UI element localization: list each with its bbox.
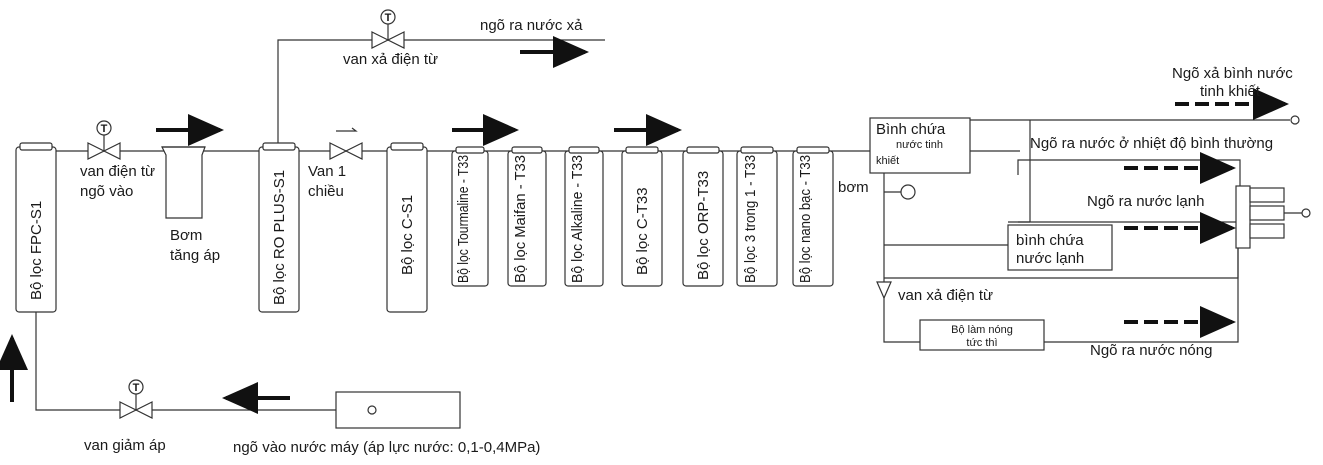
pressure-valve-icon: T [119,379,153,419]
mains-inlet-icon [367,405,377,415]
outlet-icon [1301,208,1311,218]
filter-maifan: Bộ lọc Maifan - T33 [507,146,547,287]
filter-three-in-one: Bộ lọc 3 trong 1 - T33 [736,146,778,287]
drain-pipe [277,39,605,145]
pure-tank-label-1: Bình chứa [876,121,946,138]
inlet-valve-icon: T [87,120,121,160]
svg-text:Bộ lọc 3 trong 1 - T33: Bộ lọc 3 trong 1 - T33 [742,155,759,283]
filter-ro-label: Bộ lọc RO PLUS-S1 [271,170,288,305]
hot-pipe [1044,232,1239,343]
pure-water-tank [869,117,971,174]
cold-tank-label-2: nước lạnh [1016,250,1084,267]
svg-text:Bộ lọc C-T33: Bộ lọc C-T33 [634,187,651,275]
filter-fpc-cap [19,142,53,151]
inlet-valve-label-2: ngõ vào [80,183,133,200]
normal-outlet-label: Ngõ ra nước ở nhiệt độ bình thường [1030,135,1273,152]
cold-outlet-label: Ngõ ra nước lạnh [1087,193,1204,210]
check-valve-label-1: Van 1 [308,163,346,180]
drain-valve2-icon [876,281,892,300]
filter-c-t33: Bộ lọc C-T33 [621,146,663,287]
booster-pump [161,146,206,219]
inlet-valve-label-1: van điện từ [80,163,155,180]
svg-text:Bộ lọc nano bạc - T33: Bộ lọc nano bạc - T33 [797,155,814,283]
heater-label-2: tức thì [966,337,997,349]
drain-valve2-label: van xả điện từ [898,287,993,304]
svg-text:Bộ lọc ORP-T33: Bộ lọc ORP-T33 [695,171,712,280]
svg-text:Bộ lọc Alkaline - T33: Bộ lọc Alkaline - T33 [569,155,586,283]
cold-tank-label-1: bình chứa [1016,232,1084,249]
pressure-valve-label: van giảm áp [84,437,166,454]
drain-outlet-label: ngõ ra nước xả [480,17,583,34]
pump-label-1: Bơm [170,227,202,244]
svg-text:T: T [385,12,392,24]
pure-drain-label-2: tinh khiết [1200,83,1261,100]
filter-fpc-label: Bộ lọc FPC-S1 [28,201,45,300]
filter-tourmaline: Bộ lọc Tourmaline - T33 [451,146,489,287]
filter-alkaline: Bộ lọc Alkaline - T33 [564,146,604,287]
normal-pipe [1017,159,1241,186]
inlet-pipe [35,312,336,411]
pure-tank-label-2: nước tinh [896,139,943,151]
pump2-label: bơm [838,179,869,196]
filter-nano: Bộ lọc nano bạc - T33 [792,146,834,287]
pure-drain-outlet-icon [1290,115,1300,125]
mains-inlet-box [335,391,461,429]
check-valve-label-2: chiều [308,183,344,200]
svg-text:T: T [101,123,108,135]
filter-orp: Bộ lọc ORP-T33 [682,146,724,287]
svg-text:Bộ lọc Maifan - T33: Bộ lọc Maifan - T33 [512,155,529,283]
faucet-block [1235,185,1302,249]
pure-tank-label-3: khiết [876,155,899,167]
pump-label-2: tăng áp [170,247,220,264]
instant-heater [919,319,1045,351]
mains-inlet-label: ngõ vào nước máy (áp lực nước: 0,1-0,4MP… [233,439,540,456]
filter-c-s1-cap [390,142,424,151]
cold-water-tank [1007,224,1113,271]
pump-icon [900,184,916,200]
heater-label-1: Bộ làm nóng [951,324,1013,336]
drain-valve-label: van xả điện từ [343,51,438,68]
pump-pipe [883,151,920,343]
svg-text:T: T [133,382,140,394]
drain-valve-icon: T [371,9,405,49]
check-valve-icon [329,127,363,160]
hot-outlet-label: Ngõ ra nước nóng [1090,342,1212,359]
filter-ro-cap [262,142,296,151]
pure-drain-label-1: Ngõ xả bình nước [1172,65,1293,82]
filter-c-s1-label: Bộ lọc C-S1 [399,195,416,275]
svg-text:Bộ lọc Tourmaline - T33: Bộ lọc Tourmaline - T33 [455,155,472,283]
